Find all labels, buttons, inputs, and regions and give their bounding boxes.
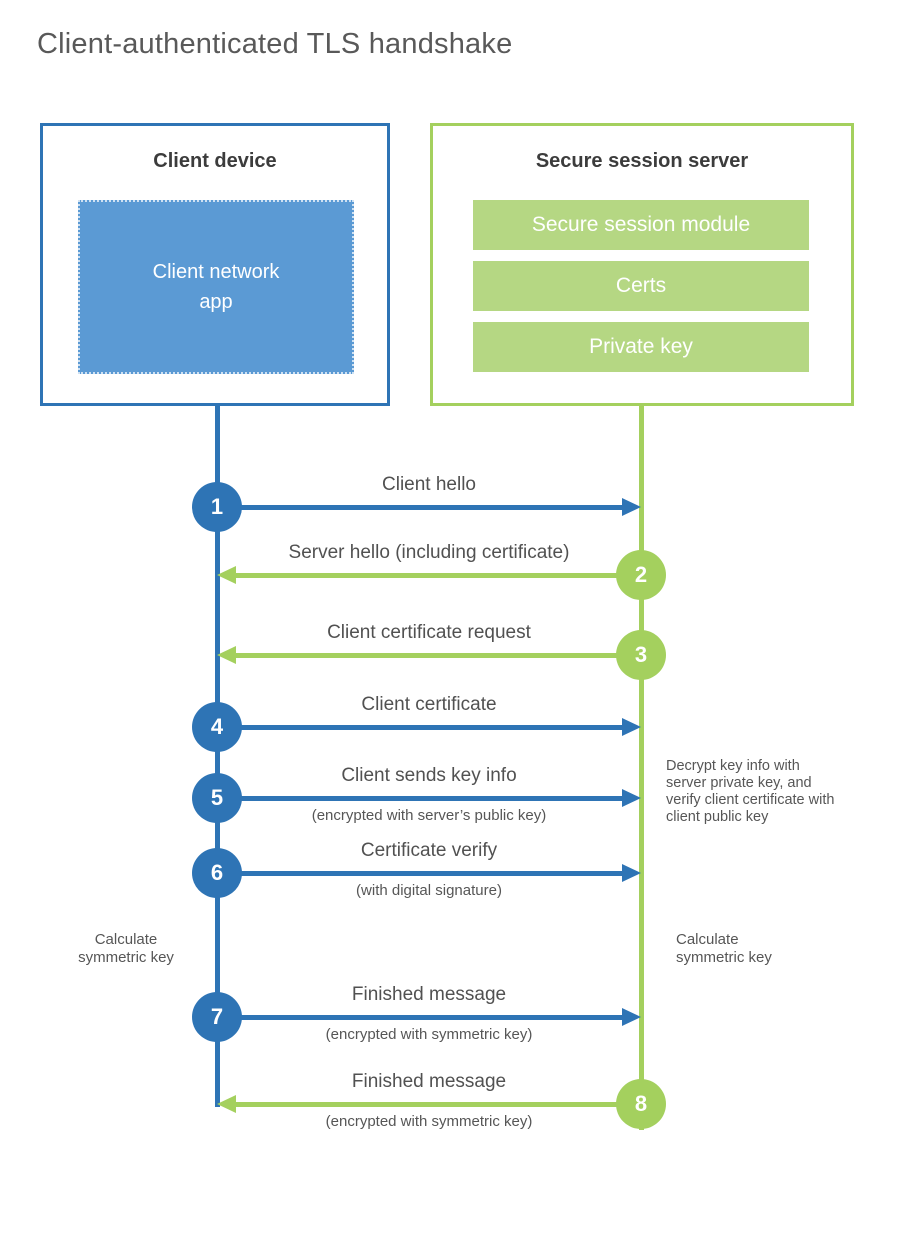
step-8-badge: 8 (616, 1079, 666, 1129)
arrow-line (217, 725, 624, 730)
message-label: Client certificate (361, 694, 497, 715)
calculate-symmetric-key-client: Calculate symmetric key (78, 931, 174, 966)
server-module-certs: Certs (473, 261, 809, 311)
server-module-private-key: Private key (473, 322, 809, 372)
message-label: Certificate verify (360, 840, 498, 861)
arrow-line (217, 1015, 624, 1020)
message-label: Client sends key info (341, 765, 517, 786)
step-6-badge: 6 (192, 848, 242, 898)
client-network-app-box: Client network app (78, 200, 354, 374)
arrow-left-icon (217, 1095, 236, 1113)
message-label: Server hello (including certificate) (288, 542, 570, 563)
message-label: Client hello (382, 474, 476, 495)
step-1-badge: 1 (192, 482, 242, 532)
arrow-right-icon (622, 718, 641, 736)
arrow-left-icon (217, 646, 236, 664)
message-sublabel: (with digital signature) (356, 882, 502, 899)
arrow-line (236, 653, 641, 658)
arrow-right-icon (622, 498, 641, 516)
step-7-badge: 7 (192, 992, 242, 1042)
arrow-line (236, 1102, 641, 1107)
client-device-box: Client device Client network app (40, 123, 390, 406)
arrow-line (217, 505, 624, 510)
client-lifeline (215, 406, 220, 1107)
arrow-line (217, 796, 624, 801)
server-module-secure-session-module: Secure session module (473, 200, 809, 250)
arrow-line (217, 871, 624, 876)
page-title: Client-authenticated TLS handshake (37, 28, 513, 60)
message-sublabel: (encrypted with symmetric key) (325, 1026, 533, 1043)
message-sublabel: (encrypted with server’s public key) (311, 807, 547, 824)
arrow-left-icon (217, 566, 236, 584)
step-2-badge: 2 (616, 550, 666, 600)
secure-session-server-box: Secure session server Secure session mod… (430, 123, 854, 406)
message-label: Client certificate request (327, 622, 531, 643)
server-lifeline (639, 406, 644, 1130)
client-device-title: Client device (153, 150, 277, 172)
arrow-line (236, 573, 641, 578)
arrow-right-icon (622, 1008, 641, 1026)
calculate-symmetric-key-server: Calculate symmetric key (676, 931, 772, 966)
arrow-right-icon (622, 864, 641, 882)
secure-session-server-title: Secure session server (535, 150, 749, 172)
step-5-badge: 5 (192, 773, 242, 823)
arrow-right-icon (622, 789, 641, 807)
step-3-badge: 3 (616, 630, 666, 680)
step-4-badge: 4 (192, 702, 242, 752)
message-label: Finished message (351, 1071, 507, 1092)
message-label: Finished message (351, 984, 507, 1005)
message-sublabel: (encrypted with symmetric key) (325, 1113, 533, 1130)
decrypt-key-note: Decrypt key info with server private key… (666, 758, 835, 825)
